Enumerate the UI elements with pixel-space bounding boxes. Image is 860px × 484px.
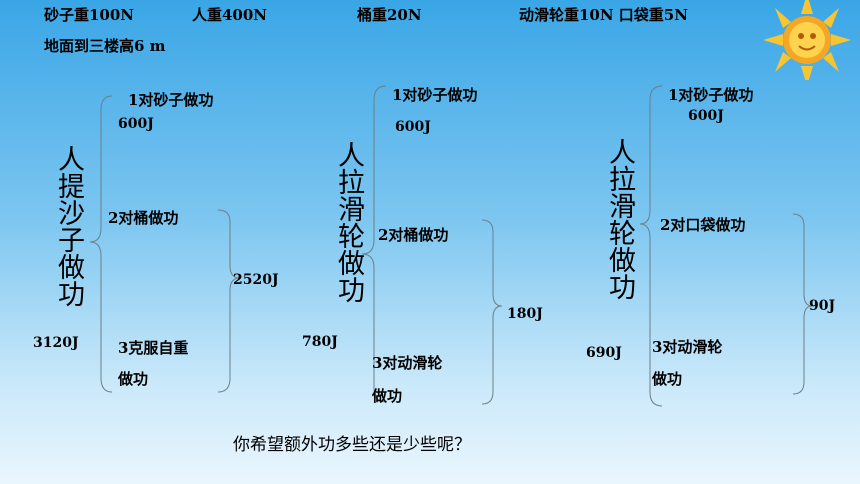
group1-extra-brace bbox=[217, 209, 241, 393]
pulley-bag-weight-label: 动滑轮重10N 口袋重5N bbox=[519, 6, 688, 24]
group3-item3-line2: 做功 bbox=[652, 370, 683, 388]
group3-total: 690J bbox=[586, 345, 622, 361]
group2-item1-value: 600J bbox=[395, 119, 431, 135]
group2-title: 人拉滑轮做功 bbox=[333, 141, 364, 303]
bucket-weight-label: 桶重20N bbox=[357, 6, 422, 24]
group1-item3-line1: 3克服自重 bbox=[118, 339, 189, 357]
group3-item2: 2对口袋做功 bbox=[660, 216, 746, 234]
group3-brace bbox=[639, 85, 663, 407]
group1-item1-value: 600J bbox=[118, 116, 154, 132]
group3-extra-total: 90J bbox=[809, 298, 836, 314]
group2-item2: 2对桶做功 bbox=[378, 226, 449, 244]
group1-title: 人提沙子做功 bbox=[53, 145, 84, 307]
group2-item3-line2: 做功 bbox=[372, 387, 403, 405]
group3-item3-line1: 3对动滑轮 bbox=[652, 338, 723, 356]
group2-item1: 1对砂子做功 bbox=[392, 86, 478, 104]
height-label: 地面到三楼高6 m bbox=[44, 37, 166, 55]
group3-item1-value: 600J bbox=[688, 108, 724, 124]
group1-item3-line2: 做功 bbox=[118, 370, 149, 388]
group1-brace bbox=[89, 95, 113, 393]
sand-weight-label: 砂子重100N bbox=[44, 6, 135, 24]
question-text: 你希望额外功多些还是少些呢？ bbox=[233, 435, 471, 455]
group2-extra-brace bbox=[481, 219, 503, 405]
group3-item1: 1对砂子做功 bbox=[668, 86, 754, 104]
group2-extra-total: 180J bbox=[507, 306, 543, 322]
group3-extra-brace bbox=[792, 213, 813, 395]
group2-item3-line1: 3对动滑轮 bbox=[372, 354, 443, 372]
sun-icon bbox=[763, 0, 851, 80]
person-weight-label: 人重400N bbox=[192, 6, 268, 24]
group1-extra-total: 2520J bbox=[233, 272, 279, 288]
group1-total: 3120J bbox=[33, 335, 79, 351]
group1-item1: 1对砂子做功 bbox=[128, 91, 214, 109]
group1-item2: 2对桶做功 bbox=[108, 209, 179, 227]
group2-total: 780J bbox=[302, 334, 338, 350]
group2-brace bbox=[361, 85, 387, 403]
group3-title: 人拉滑轮做功 bbox=[604, 138, 635, 300]
